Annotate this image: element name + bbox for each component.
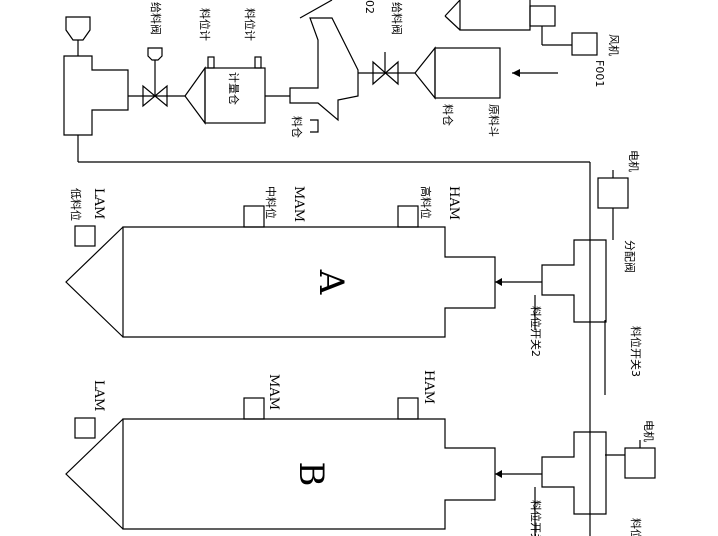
sensor-b2-label: 料位开关 [529, 500, 543, 536]
top-process: 给料阀 计量仓 料位计 料位计 料仓 02 给料阀 原料斗 料仓 风 [63, 0, 621, 138]
separator-label: 料仓 [290, 116, 304, 138]
silo-b-label: B [291, 462, 331, 487]
raw-hopper [434, 47, 501, 99]
valve-2-icon [372, 60, 399, 86]
diverter-b-body [541, 431, 607, 515]
feed-box [63, 55, 129, 136]
valve-1-actuator [147, 47, 163, 61]
diverter-b-arrow-icon [495, 470, 502, 478]
diverter-a-arrow-icon [495, 278, 502, 286]
arrow-head-icon [512, 69, 520, 77]
silo-a-mam-sensor [243, 205, 265, 228]
silo-a-lam-tag: LAM [91, 188, 106, 219]
raw-hopper-label: 原料斗 [487, 104, 501, 137]
valve-2-label: 给料阀 [390, 2, 404, 35]
upper-bin-cone [444, 15, 461, 31]
motor-b-label: 电机 [642, 420, 656, 442]
silo-b-lam-tag: LAM [91, 380, 106, 411]
silo-b-ham-tag: HAM [421, 370, 436, 404]
upper-bin-box [529, 5, 556, 27]
silo-b-body [122, 418, 496, 530]
sensor-b3-label: 料位开关 [629, 518, 643, 536]
silo-b-mam-sensor [243, 397, 265, 420]
motor-b-box [624, 447, 656, 479]
fan-code: F001 [593, 60, 606, 87]
fan-box [571, 32, 598, 56]
bin-label: 料仓 [441, 104, 455, 126]
valve-1-icon [142, 84, 168, 108]
diverter-a-label: 分配阀 [623, 240, 637, 273]
silo-b-ham-sensor [397, 397, 419, 420]
silo-b-mam-tag: MAM [266, 374, 281, 410]
metering-sensor-2 [254, 56, 262, 69]
silo-a-cone [65, 226, 124, 338]
valve-1-label: 给料阀 [149, 2, 163, 35]
cyclone-separator [289, 17, 359, 122]
metering-cone [184, 66, 206, 125]
sensor-2-label: 料位计 [243, 8, 257, 41]
cyclone-inlet [299, 0, 333, 19]
silo-a-lam-label: 低料位 [69, 188, 83, 221]
silo-a-ham-tag: HAM [446, 186, 461, 220]
code-02-label: 02 [363, 0, 376, 14]
silo-b-lam-sensor [74, 417, 96, 439]
fan-label: 风机 [607, 34, 621, 56]
separator-outlet [310, 119, 319, 133]
silo-a-ham-label: 高料位 [419, 186, 433, 219]
motor-a-label: 电机 [627, 150, 641, 172]
silo-b-cone [65, 418, 124, 530]
motor-a-box [597, 177, 629, 209]
silo-a-ham-sensor [397, 205, 419, 228]
metering-sensor-1 [207, 56, 215, 69]
silo-a-mam-label: 中料位 [264, 186, 278, 219]
transfer-piping [77, 135, 591, 536]
diverter-a-body [541, 239, 607, 323]
sensor-1-label: 料位计 [198, 8, 212, 41]
silo-a-body [122, 226, 496, 338]
diverter-b: 电机 料位开关 料位开关 [495, 420, 656, 536]
silo-a: A LAM MAM HAM 低料位 中料位 高料位 [65, 186, 496, 338]
sensor-a3-label: 料位开关3 [629, 326, 643, 377]
silo-b: B LAM MAM HAM [65, 370, 496, 530]
metering-bin-label: 计量仓 [227, 72, 241, 105]
diverter-a: 电机 分配阀 料位开关2 料位开关3 [495, 150, 643, 395]
feed-hopper-top [65, 16, 91, 41]
upper-bin [444, 0, 531, 31]
raw-hopper-cone [414, 46, 436, 100]
silo-a-mam-tag: MAM [291, 186, 306, 222]
sensor-a2-label: 料位开关2 [529, 306, 543, 357]
silo-a-lam-sensor [74, 225, 96, 247]
silo-a-label: A [311, 269, 351, 295]
